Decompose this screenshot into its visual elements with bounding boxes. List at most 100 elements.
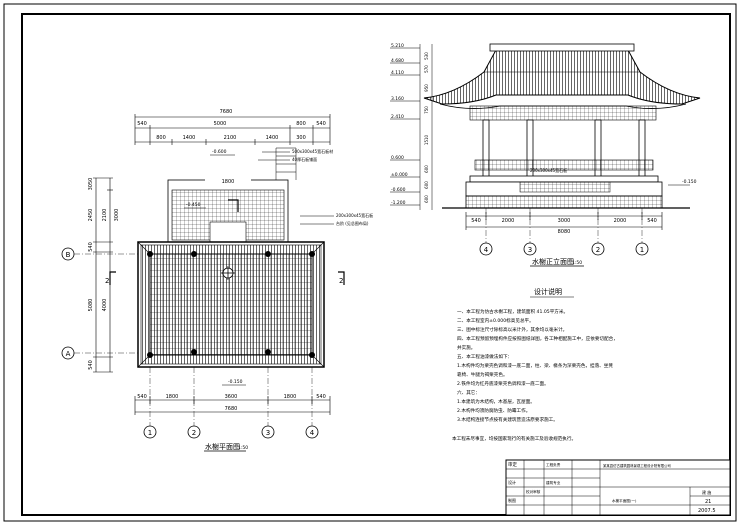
plan-scale: 1:50 (238, 445, 248, 451)
axis-label: 3 (528, 246, 532, 254)
plan-dim-bottom: 3600 (225, 394, 238, 400)
plan-dim-left: 540 (88, 360, 94, 370)
axis-label: 4 (484, 246, 489, 254)
tb-label: 设计 (508, 479, 516, 485)
outer-border (3, 3, 737, 522)
tb-sheet-no: 21 (705, 499, 711, 505)
plan-dim-top: 1400 (183, 135, 196, 141)
plan-dim-bottom: 540 (137, 394, 147, 400)
section-mark: 2 (339, 277, 343, 285)
plan-level: -0.600 (212, 149, 227, 155)
elev-right-level: -0.150 (682, 179, 697, 185)
axis-bubble-2 (591, 242, 605, 256)
plan-dim-top: 2100 (224, 135, 237, 141)
tb-label: 审定 (508, 461, 517, 468)
axis-label: 3 (266, 429, 270, 437)
plan-dim-top: 800 (296, 121, 306, 127)
tb-date: 2007.5 (698, 508, 716, 514)
plan-columns (147, 251, 315, 358)
notes-line: 二、本工程室内±0.000标高见总平。 (457, 317, 534, 324)
elevation-scale: 1:50 (572, 260, 582, 266)
plan-dim-left: 2100 (102, 209, 108, 222)
plan-dim-bottom: 7680 (225, 406, 238, 412)
axis-bubble-1 (635, 242, 649, 256)
plan-dim-bottom: 1800 (284, 394, 297, 400)
plan-level: -0.150 (228, 379, 243, 385)
plan-dim-total-top: 7680 (220, 109, 233, 115)
elev-level: 0.600 (391, 155, 404, 161)
notes-title: 设计说明 (534, 287, 562, 296)
elev-level: 4.110 (391, 70, 404, 76)
tb-project: 某某县仿古建筑园林景观工程设计院有限公司 (603, 463, 671, 468)
plan-dim-left: 3050 (88, 178, 94, 191)
plan-note: 500x300x45宽石板材 (292, 148, 333, 154)
tb-sheet-label: 建 施 (702, 489, 711, 495)
plan-dim-left: 3000 (114, 209, 120, 222)
tb-drawing-name: 水榭平面图(一) (612, 498, 637, 503)
tb-label: 建筑专业 (546, 480, 561, 485)
elevation-title: 水榭正立面图 (532, 257, 574, 266)
notes-line: 1.本建筑为木结构，木基层，瓦屋面。 (457, 398, 535, 405)
elev-dim: 600 (424, 195, 429, 203)
elevation-view: 5.210 4.680 4.110 3.160 2.410 0.600 ±0.0… (390, 43, 701, 267)
notes-line: 五、本工程油漆做法如下： (457, 353, 512, 360)
axis-bubble-3 (523, 242, 537, 256)
inner-border (21, 13, 731, 516)
axis-bubble-a (61, 346, 75, 360)
elev-level: 5.210 (391, 43, 404, 49)
axis-bubble-2 (187, 425, 201, 439)
notes-line: 三、图中标注尺寸除标高以米计外，其余均以毫米计。 (457, 326, 567, 333)
elev-dim-bottom: 540 (647, 218, 657, 224)
design-notes: 设计说明 一、本工程为仿古水榭工程，建筑面积 41.05平方米。 二、本工程室内… (452, 287, 618, 442)
plan-dim-top: 540 (316, 121, 326, 127)
plan-dim-left: 540 (88, 242, 94, 252)
axis-label: 1 (148, 429, 152, 437)
notes-line: 六、其它： (457, 389, 480, 396)
elev-dim-bottom: 3000 (558, 218, 571, 224)
plan-dim-bottom: 1800 (166, 394, 179, 400)
plan-note: 200x300x45宽石板 (336, 212, 373, 218)
axis-label: 1 (640, 246, 644, 254)
axis-bubble-b (61, 247, 75, 261)
plan-title: 水榭平面图 (205, 442, 240, 451)
notes-line: 本工程未尽事宜，均按国家现行的有关施工及验收规范执行。 (452, 435, 576, 442)
plan-dim-top: 540 (137, 121, 147, 127)
notes-line: 2.木构件均须防腐防虫、防霉工作。 (457, 407, 530, 414)
notes-line: 3.木结构连接节点按有关建筑营造法原要求施工。 (457, 416, 558, 423)
elev-dim: 600 (424, 181, 429, 189)
tb-label: 校对审核 (526, 489, 541, 494)
tb-label: 工程负责 (546, 462, 561, 467)
axis-bubble-1 (143, 425, 157, 439)
elev-dim: 750 (424, 106, 429, 114)
elev-dim-bottom: 8080 (558, 229, 571, 235)
plan-level: -0.450 (186, 202, 201, 208)
notes-line: 一、本工程为仿古水榭工程，建筑面积 41.05平方米。 (457, 308, 568, 315)
elev-dim-bottom: 2000 (614, 218, 627, 224)
plan-dim-top: 300 (296, 135, 306, 141)
elev-level: 4.680 (391, 58, 404, 64)
elev-dim-bottom: 540 (471, 218, 481, 224)
plan-dim-left: 4000 (102, 299, 108, 312)
plan-note: 40厚石板铺面 (292, 156, 317, 162)
elev-dim: 1510 (424, 134, 429, 145)
plan-note: 台阶 (见总图布局) (336, 220, 369, 226)
title-block: 审定 工程负责 设计 校对审核 制图 建筑专业 某某县仿古建筑园林景观工程设计院… (505, 459, 731, 516)
axis-label: 4 (310, 429, 315, 437)
plan-center-dim: 1800 (222, 179, 235, 185)
notes-line: 靠椅、牛腿为褐栗壳色。 (457, 371, 508, 378)
elev-level: 2.410 (391, 114, 404, 120)
plan-dim-bottom: 540 (316, 394, 326, 400)
elev-level: -0.600 (391, 187, 406, 193)
elev-dim: 570 (424, 65, 429, 73)
elev-level: 3.160 (391, 96, 404, 102)
axis-bubble-4 (479, 242, 493, 256)
plan-view: 7680 540 5000 800 540 800 1400 2100 1400… (61, 109, 373, 452)
elev-level: -1.200 (391, 200, 406, 206)
elev-dim: 600 (424, 165, 429, 173)
plan-dim-top: 5000 (214, 121, 227, 127)
axis-label: A (66, 350, 71, 358)
elev-level: ±0.000 (391, 172, 408, 178)
notes-line: 并实施。 (457, 344, 475, 351)
tb-label: 制图 (508, 497, 516, 503)
